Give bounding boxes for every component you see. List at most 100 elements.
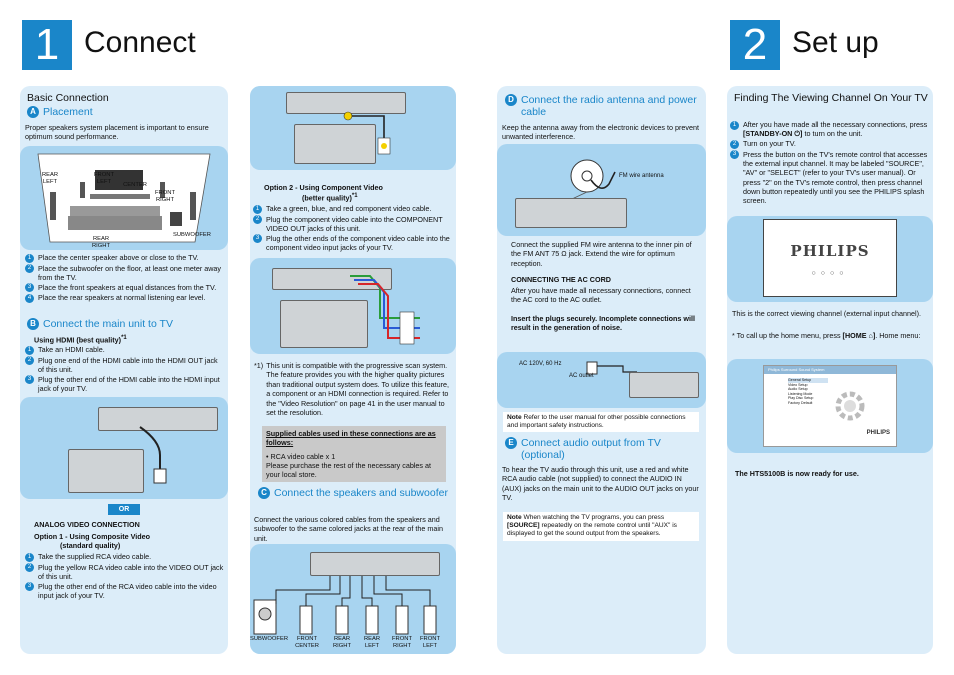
panel-component-video: Option 2 - Using Component Video (better…: [250, 86, 456, 654]
ac-cord-warning: Insert the plugs securely. Incomplete co…: [511, 314, 695, 333]
badge-d: D: [505, 94, 517, 106]
speakers-illustration: SUBWOOFER FRONT CENTER REAR RIGHT REAR L…: [250, 544, 456, 654]
option1-sub: (standard quality): [60, 541, 121, 550]
menu-item-video[interactable]: Video Setup: [788, 382, 808, 387]
badge-e: E: [505, 437, 517, 449]
home-menu-illustration: Philips Surround Sound System General Se…: [727, 359, 933, 453]
splash-illustration: PHILIPS ○○○○: [727, 216, 933, 302]
footnote: *1) This unit is compatible with the pro…: [254, 361, 452, 417]
menu-philips-logo: PHILIPS: [866, 430, 890, 436]
speaker-label-rear-left: REAR LEFT: [363, 636, 381, 649]
section-title-setup: Set up: [792, 26, 879, 59]
note-safety: Note Refer to the user manual for other …: [503, 412, 699, 433]
speaker-label-subwoofer: SUBWOOFER: [250, 636, 289, 642]
component-illustration: [250, 258, 456, 354]
menu-item-factory[interactable]: Factory Default: [788, 400, 813, 405]
main-unit-rear: [310, 552, 440, 576]
note-label: Note: [507, 514, 522, 521]
antenna-instruction: Connect the supplied FM wire antenna to …: [511, 240, 692, 268]
menu-title-bar: Philips Surround Sound System: [764, 366, 896, 374]
placement-heading: A Placement: [27, 106, 93, 118]
radio-antenna-intro: Keep the antenna away from the electroni…: [502, 123, 699, 142]
option1-title: Option 1 - Using Composite Video: [34, 532, 151, 541]
menu-item-listening[interactable]: Listening Mode: [788, 391, 813, 396]
antenna-illustration: FM wire antenna: [497, 144, 706, 236]
supplied-cables-note: Please purchase the rest of the necessar…: [266, 461, 432, 480]
option2-sub: (better quality)*1: [302, 193, 358, 203]
room-label-subwoofer: SUBWOOFER: [172, 232, 211, 238]
connect-speakers-title: Connect the speakers and subwoofer: [274, 487, 448, 499]
tv-splash-screen: PHILIPS ○○○○: [763, 219, 897, 297]
menu-item-general[interactable]: General Setup: [788, 378, 828, 383]
note-text: Refer to the user manual for other possi…: [507, 414, 686, 430]
room-diagram-icon: [37, 153, 211, 243]
or-tag: OR: [108, 504, 140, 515]
ac-outlet-label: AC outlet: [569, 373, 594, 379]
power-cord-icon: [586, 361, 637, 375]
room-label-front-left: FRONT LEFT: [94, 172, 114, 185]
supplied-cables-box: Supplied cables used in these connection…: [262, 426, 446, 482]
fm-antenna-label: FM wire antenna: [619, 173, 664, 179]
hdmi-cable-icon: [139, 426, 167, 484]
correct-channel-text: This is the correct viewing channel (ext…: [732, 309, 921, 318]
section-number-connect: 1: [22, 20, 72, 70]
note-text-post: repeatedly on the remote control until "…: [507, 522, 677, 538]
source-key: [SOURCE]: [507, 522, 540, 530]
placement-intro: Proper speakers system placement is impo…: [25, 123, 209, 142]
panel-setup: Finding The Viewing Channel On Your TV 1…: [727, 86, 933, 654]
philips-logo: PHILIPS: [790, 242, 870, 260]
menu-item-playdisc[interactable]: Play Disc Setup: [788, 396, 814, 401]
note-label: Note: [507, 414, 522, 421]
home-menu-window: Philips Surround Sound System General Se…: [763, 365, 897, 447]
badge-a: A: [27, 106, 39, 118]
panel-antenna-power: D Connect the radio antenna and power ca…: [497, 86, 706, 654]
ac-voltage-label: AC 120V, 60 Hz: [519, 361, 562, 367]
note-source: Note When watching the TV programs, you …: [503, 512, 699, 541]
menu-item-audio[interactable]: Audio Setup: [788, 387, 808, 392]
section-title-connect: Connect: [84, 26, 196, 59]
room-label-center: CENTER: [123, 182, 147, 188]
ac-cord-title: CONNECTING THE AC CORD: [511, 275, 611, 284]
option2-title: Option 2 - Using Component Video: [264, 183, 383, 192]
speaker-label-front-right: FRONT RIGHT: [392, 636, 412, 649]
room-illustration: REAR LEFT FRONT LEFT CENTER FRONT RIGHT …: [20, 146, 228, 250]
viewing-channel-title: Finding The Viewing Channel On Your TV: [734, 92, 928, 104]
splash-dots: ○○○○: [811, 270, 849, 277]
component-cable-icon: [350, 275, 420, 345]
connect-main-unit-title: Connect the main unit to TV: [43, 318, 173, 330]
home-menu-text: * To call up the home menu, press [HOME …: [732, 331, 921, 340]
menu-list: General Setup Video Setup Audio Setup Li…: [788, 378, 828, 406]
note-text-pre: When watching the TV programs, you can p…: [523, 514, 665, 521]
ac-cord-text: After you have made all necessary connec…: [511, 286, 691, 305]
hdmi-title: Using HDMI (best quality)*1: [34, 335, 127, 345]
power-illustration: AC 120V, 60 Hz AC outlet: [497, 352, 706, 408]
hdmi-illustration: [20, 397, 228, 499]
speaker-wiring-icon: [253, 576, 437, 635]
analog-video-title: ANALOG VIDEO CONNECTION: [34, 520, 140, 529]
composite-illustration: [250, 86, 456, 170]
room-label-front-right: FRONT RIGHT: [155, 190, 175, 203]
speaker-label-front-center: FRONT CENTER: [295, 636, 319, 649]
audio-output-title: Connect audio output from TV (optional): [521, 437, 661, 461]
badge-b: B: [27, 318, 39, 330]
audio-output-text: To hear the TV audio through this unit, …: [502, 465, 699, 503]
audio-output-heading: E Connect audio output from TV (optional…: [505, 437, 701, 461]
footnote-mark: *1): [254, 361, 264, 370]
connect-speakers-intro: Connect the various colored cables from …: [254, 515, 443, 543]
panel-basic-connection: Basic Connection A Placement Proper spea…: [20, 86, 228, 654]
radio-antenna-title: Connect the radio antenna and power cabl…: [521, 94, 697, 118]
